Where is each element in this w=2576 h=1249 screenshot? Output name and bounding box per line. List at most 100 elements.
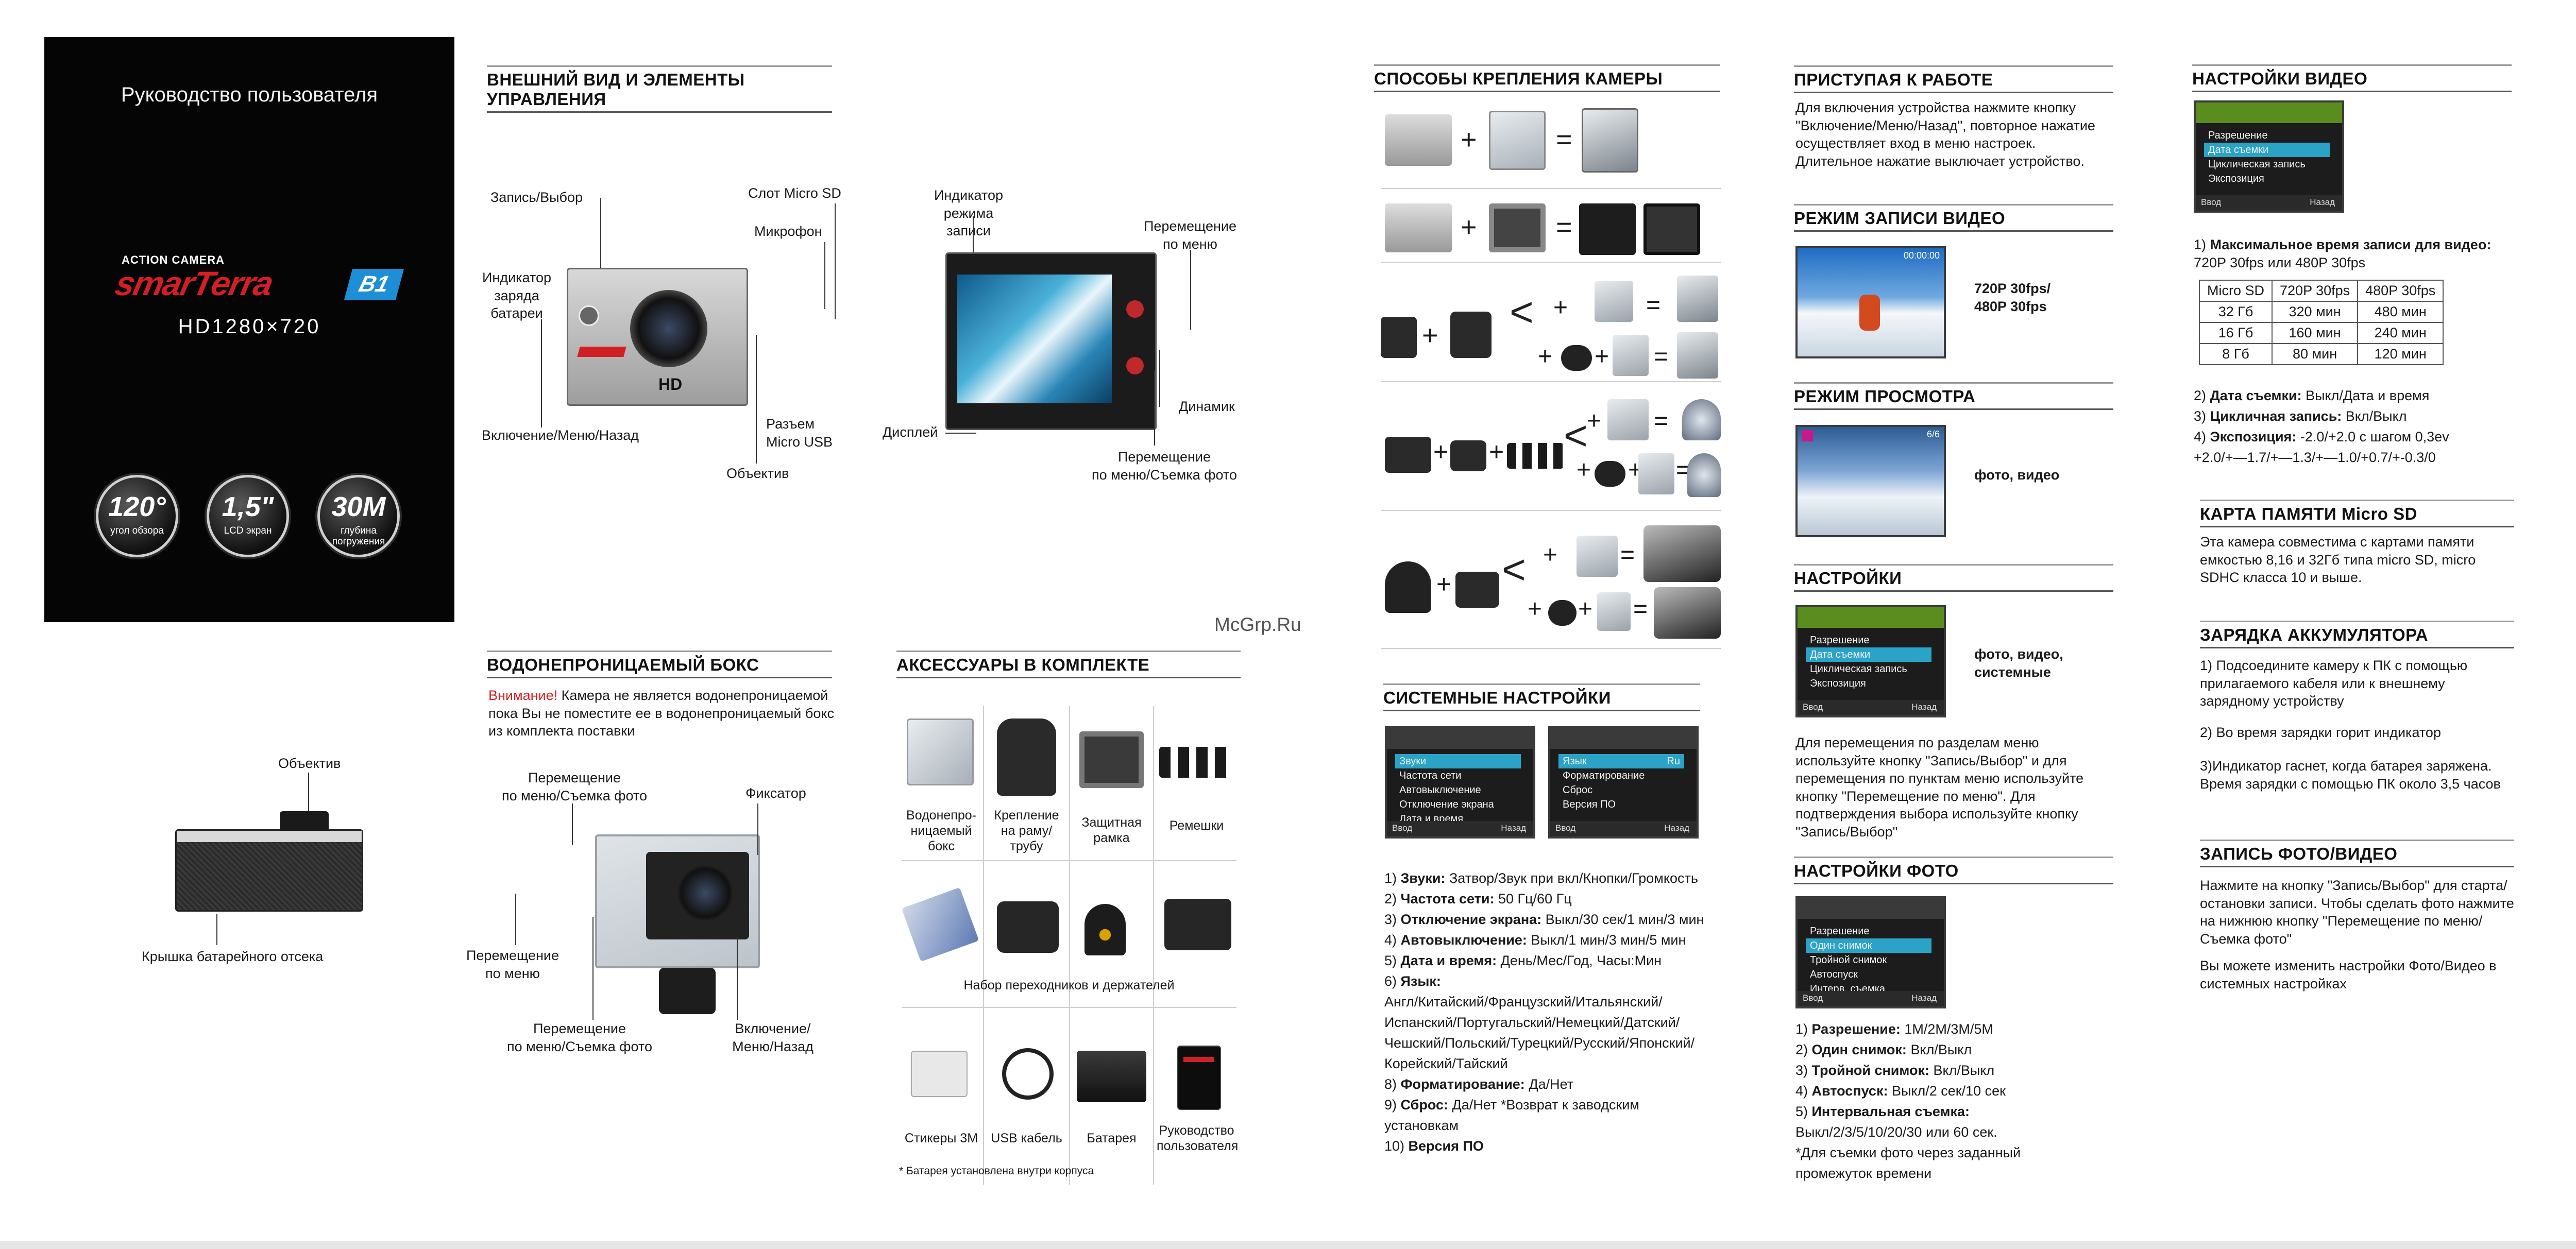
settings-screen: Разрешение Дата съемки Циклическая запис…	[1795, 605, 1946, 717]
lcd-back: Назад	[1911, 702, 1937, 712]
divider	[1381, 381, 1721, 382]
list-key: Частота сети:	[1400, 891, 1495, 906]
list-number: 6)	[1384, 973, 1401, 989]
table-cell: 480 мин	[2357, 301, 2444, 323]
plus-sign: +	[1538, 343, 1553, 370]
battery-icon	[1077, 1051, 1146, 1102]
plus-sign: +	[1595, 343, 1609, 370]
list-value: Англ/Китайский/Французский/Итальянский/	[1384, 994, 1663, 1010]
lcd-menu-item: Версия ПО	[1563, 799, 1616, 810]
badge-value: 30M	[331, 491, 386, 522]
photo-video-p1: Нажмите на кнопку "Запись/Выбор" для ста…	[2200, 878, 2514, 947]
table-header-cell: Micro SD	[2198, 280, 2273, 302]
list-item: 2) Частота сети: 50 Гц/60 Гц	[1384, 888, 1735, 909]
lcd-menu-item: Экспозиция	[1810, 678, 1866, 689]
lcd-footer: Ввод Назад	[1550, 821, 1697, 836]
list-item: +2.0/+—1.7/+—1.3/+—1.0/+0.7/+-0.3/0	[2194, 447, 2529, 468]
list-key: Разрешение:	[1811, 1021, 1901, 1037]
plus-sign: +	[1587, 407, 1602, 435]
adapter-icon	[1450, 440, 1486, 471]
waterproof-warning: Внимание! Камера не является водонепрони…	[488, 687, 844, 740]
list-value: Вкл/Выкл	[1929, 1063, 1995, 1078]
lcd-menu-item: Циклическая запись	[2208, 159, 2306, 170]
waterproof-header: ВОДОНЕПРОНИЦАЕМЫЙ БОКС	[487, 651, 832, 678]
lcd-ok: Ввод	[1803, 993, 1823, 1003]
settings-text: Для перемещения по разделам меню использ…	[1795, 735, 2084, 840]
list-value: День/Мес/Год, Часы:Мин	[1497, 953, 1662, 968]
list-key: Сброс:	[1400, 1097, 1448, 1113]
table-header-row: Micro SD 720P 30fps 480P 30fps	[2198, 280, 2444, 302]
list-number: 8)	[1384, 1076, 1401, 1092]
item-bold: Максимальное время записи для видео:	[2210, 237, 2492, 252]
leader-line	[756, 335, 757, 464]
list-item: 2) Один снимок: Вкл/Выкл	[1795, 1039, 2115, 1060]
adapter-icon	[997, 901, 1059, 953]
badge-value: 1,5"	[222, 491, 274, 522]
label-sd-slot: Слот Micro SD	[748, 185, 841, 201]
camera-icon	[1385, 203, 1452, 252]
badge-lcd: 1,5" LCD экран	[207, 475, 289, 557]
list-value: Выкл/2 сек/10 сек	[1888, 1083, 2006, 1099]
list-value: Выкл/30 сек/1 мин/3 мин	[1541, 912, 1704, 927]
list-value: Вкл/Выкл	[1906, 1042, 1972, 1057]
list-value: Затвор/Звук при вкл/Кнопки/Громкость	[1445, 870, 1698, 886]
label-micro-usb: Разъем Micro USB	[766, 416, 833, 450]
list-item: 4) Автоспуск: Выкл/2 сек/10 сек	[1795, 1081, 2115, 1101]
lcd-footer: Ввод Назад	[1798, 700, 1944, 715]
list-number: 1)	[1795, 1021, 1812, 1037]
case-icon	[1607, 399, 1649, 440]
camera-front-image: HD	[567, 268, 748, 406]
lcd-menu-item: Звуки	[1395, 754, 1521, 768]
label-power-menu-back: Включение/Меню/Назад	[482, 427, 639, 443]
equals-sign: =	[1556, 124, 1572, 155]
list-value: Выкл/2/3/5/10/20/30 или 60 сек.	[1795, 1124, 1997, 1140]
plus-sign: +	[1543, 541, 1558, 569]
leader-line	[835, 203, 836, 319]
display-photo	[957, 275, 1112, 403]
list-value: Чешский/Польский/Турецкий/Русский/Японск…	[1384, 1035, 1695, 1051]
badge-depth: 30M глубина погружения	[317, 475, 400, 557]
playback-header: РЕЖИМ ПРОСМОТРА	[1794, 382, 2113, 410]
table-row: 8 Гб 80 мин 120 мин	[2198, 343, 2444, 365]
list-number: 2)	[1384, 891, 1401, 906]
list-value: Выкл/1 мин/3 мин/5 мин	[1527, 932, 1686, 948]
lcd-menu-item: Тройной снимок	[1810, 954, 1887, 966]
list-key: Язык:	[1400, 973, 1441, 989]
plus-sign: +	[1578, 595, 1593, 623]
lcd-back: Назад	[1911, 993, 1937, 1003]
lcd-menu-item: Дата съемки	[2204, 143, 2330, 157]
lcd-back: Назад	[1501, 823, 1526, 833]
leader-line	[1190, 250, 1191, 330]
leader-line	[592, 917, 594, 1020]
list-number: 3)	[1384, 912, 1401, 927]
table-cell: 32 Гб	[2198, 301, 2273, 323]
list-item: 2) Дата съемки: Выкл/Дата и время	[2194, 385, 2529, 406]
playback-counter: 6/6	[1926, 429, 1940, 439]
equals-sign: =	[1646, 292, 1661, 319]
branch-icon: <	[1502, 546, 1526, 592]
label-rec-indicator: Индикатор режима записи	[934, 187, 1004, 239]
list-item: 9) Сброс: Да/Нет *Возврат к заводским	[1384, 1094, 1735, 1115]
list-number: 9)	[1384, 1097, 1401, 1113]
table-cell: 16 Гб	[2198, 322, 2273, 344]
plus-sign: +	[1577, 456, 1591, 484]
charging-p3: 3)Индикатор гаснет, когда батарея заряже…	[2200, 758, 2501, 792]
table-header-cell: 480P 30fps	[2357, 280, 2444, 302]
label-speaker: Динамик	[1179, 399, 1235, 414]
playback-screen: 6/6	[1795, 425, 1946, 537]
list-item: 1) Разрешение: 1M/2M/3M/5M	[1795, 1019, 2115, 1039]
memory-card-header: КАРТА ПАМЯТИ Micro SD	[2200, 500, 2514, 527]
list-item: промежуток времени	[1795, 1163, 2115, 1184]
plus-sign: +	[1489, 437, 1504, 466]
wp-label-power: Включение/ Меню/Назад	[732, 1021, 814, 1054]
list-number: 4)	[1795, 1083, 1812, 1099]
list-value: -2.0/+2.0 с шагом 0,3ev	[2296, 429, 2449, 444]
list-value: установкам	[1384, 1118, 1459, 1133]
list-value: +2.0/+—1.7/+—1.3/+—1.0/+0.7/+-0.3/0	[2194, 450, 2436, 465]
settings-info: фото, видео, системные	[1974, 646, 2063, 680]
adapter-icon	[1561, 345, 1592, 371]
plus-sign: +	[1422, 320, 1438, 351]
divider	[1153, 706, 1154, 1185]
list-item: Выкл/2/3/5/10/20/30 или 60 сек.	[1795, 1122, 2115, 1142]
lcd-ok: Ввод	[2201, 197, 2222, 207]
